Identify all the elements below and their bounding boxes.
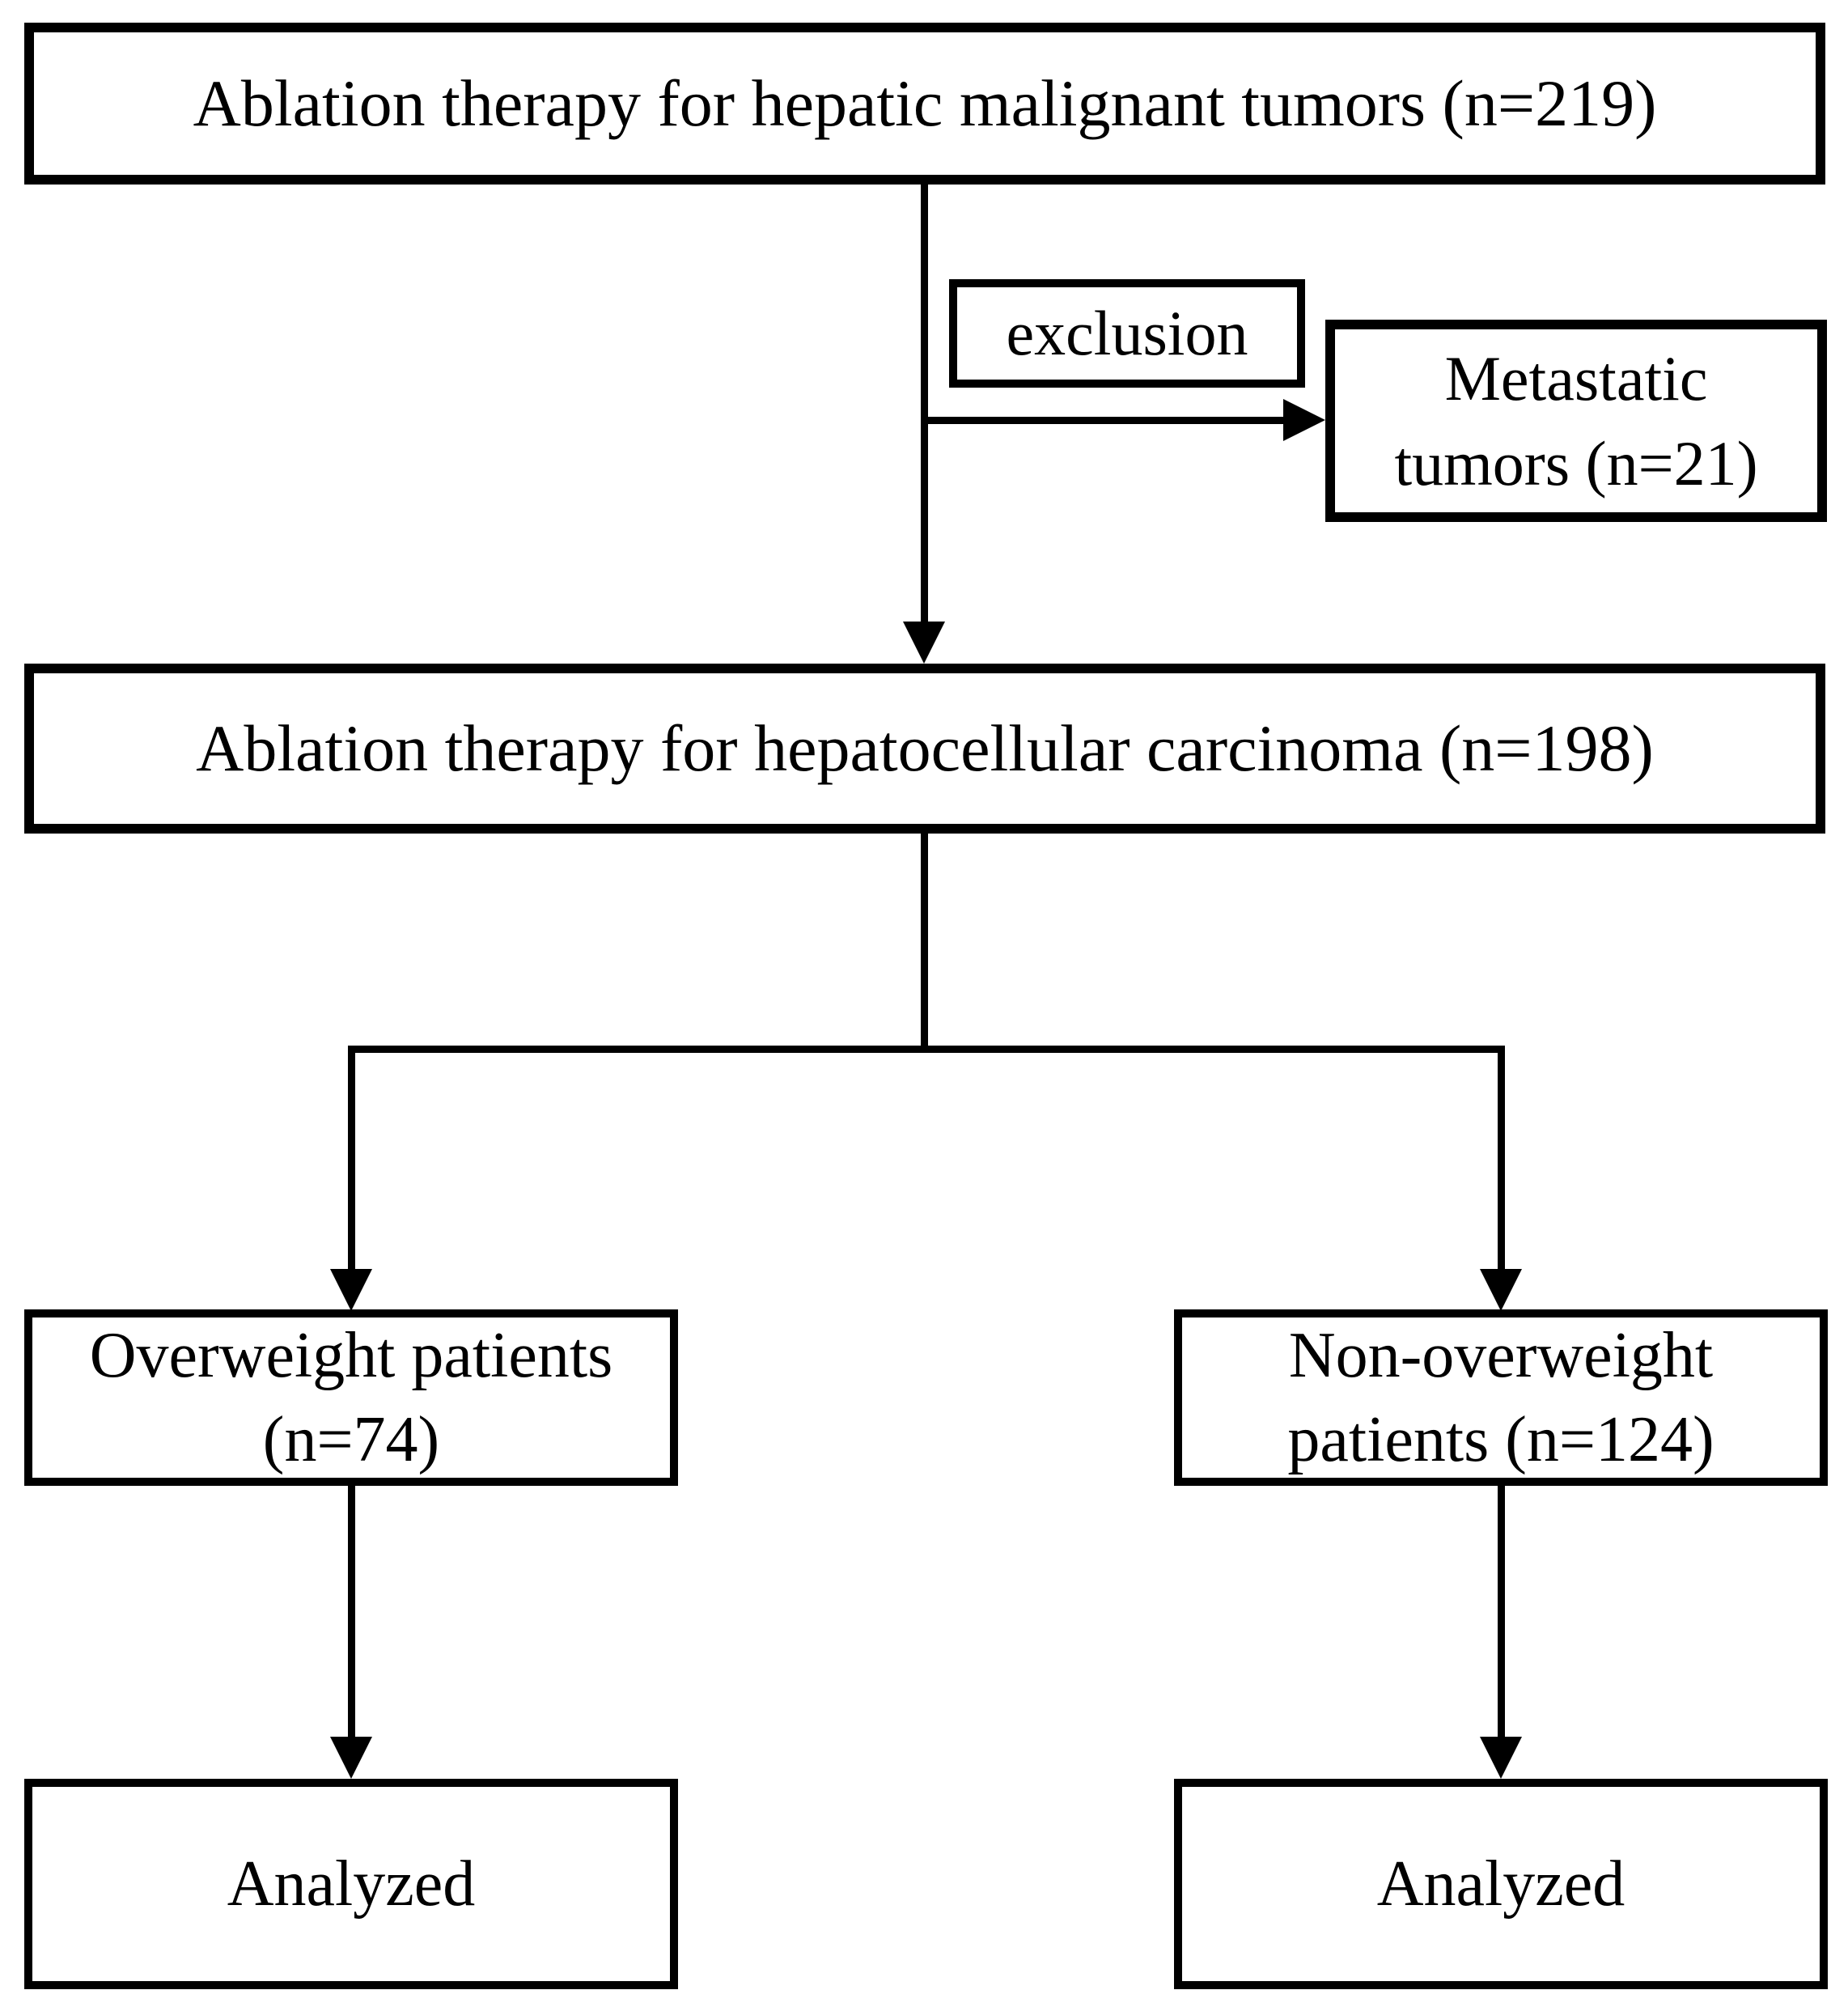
node-metastatic-tumors-label: Metastatic tumors (n=21) <box>1394 342 1758 499</box>
arrowhead-down-icon <box>1480 1737 1522 1779</box>
node-exclusion: exclusion <box>949 279 1305 388</box>
connector-split-horizontal <box>348 1046 1505 1053</box>
node-exclusion-label: exclusion <box>1006 298 1248 369</box>
connector-overweight-to-analyzed <box>348 1486 355 1738</box>
connector-exclusion-branch <box>921 417 1285 424</box>
node-analyzed-non-overweight: Analyzed <box>1174 1779 1828 1989</box>
node-non-overweight-patients: Non-overweight patients (n=124) <box>1174 1309 1828 1486</box>
node-overweight-patients: Overweight patients (n=74) <box>24 1309 678 1486</box>
arrowhead-down-icon <box>330 1737 372 1779</box>
arrowhead-down-icon <box>1480 1269 1522 1311</box>
node-analyzed-non-overweight-label: Analyzed <box>1376 1848 1625 1920</box>
connector-hepatic-to-hcc <box>921 185 928 623</box>
connector-split-to-overweight <box>348 1046 355 1272</box>
connector-non-overweight-to-analyzed <box>1498 1486 1505 1738</box>
node-analyzed-overweight: Analyzed <box>24 1779 678 1989</box>
connector-hcc-down <box>921 834 928 1049</box>
arrowhead-down-icon <box>903 622 945 664</box>
node-analyzed-overweight-label: Analyzed <box>227 1848 476 1920</box>
node-hepatocellular-carcinoma-label: Ablation therapy for hepatocellular carc… <box>196 711 1654 785</box>
node-hepatic-malignant-tumors: Ablation therapy for hepatic malignant t… <box>24 23 1825 185</box>
arrowhead-down-icon <box>330 1269 372 1311</box>
node-overweight-patients-label: Overweight patients (n=74) <box>89 1320 613 1475</box>
node-hepatocellular-carcinoma: Ablation therapy for hepatocellular carc… <box>24 664 1825 834</box>
node-non-overweight-patients-label: Non-overweight patients (n=124) <box>1287 1320 1714 1475</box>
node-hepatic-malignant-tumors-label: Ablation therapy for hepatic malignant t… <box>193 66 1657 140</box>
node-metastatic-tumors: Metastatic tumors (n=21) <box>1325 320 1827 522</box>
connector-split-to-non-overweight <box>1498 1046 1505 1272</box>
arrowhead-right-icon <box>1283 399 1325 441</box>
